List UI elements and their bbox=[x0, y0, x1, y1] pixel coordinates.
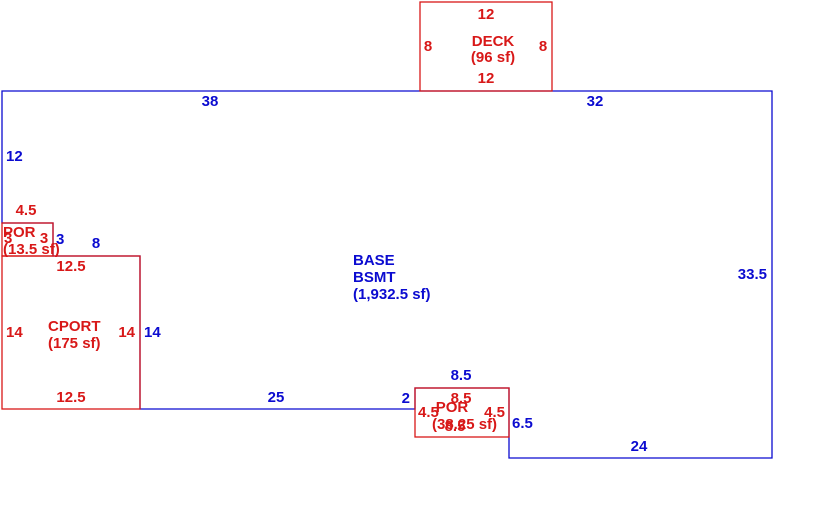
small-porch-dim-right: 3 bbox=[40, 230, 48, 247]
small-porch-area: (13.5 sf) bbox=[3, 241, 60, 258]
deck-outline bbox=[419, 1, 553, 92]
base-dim-top-right: 32 bbox=[587, 93, 604, 110]
carport-dim-right: 14 bbox=[118, 324, 135, 341]
small-porch-dim-left: 3 bbox=[4, 230, 12, 247]
base-dim-top-left: 38 bbox=[202, 93, 219, 110]
porch-dim-right: 4.5 bbox=[484, 404, 505, 421]
base-dim-porch-top: 8.5 bbox=[451, 367, 472, 384]
base-dim-step-top: 3 bbox=[56, 231, 64, 248]
base-dim-bottom-notch: 2 bbox=[402, 390, 410, 407]
carport-dim-left: 14 bbox=[6, 324, 23, 341]
base-dim-step-width: 8 bbox=[92, 235, 100, 252]
base-area: (1,932.5 sf) bbox=[353, 286, 431, 303]
base-dim-bottom-left: 25 bbox=[268, 389, 285, 406]
deck-dim-top: 12 bbox=[478, 6, 495, 23]
base-dim-left: 12 bbox=[6, 148, 23, 165]
small-porch-title: POR bbox=[3, 224, 36, 241]
carport-title: CPORT bbox=[48, 318, 101, 335]
base-dim-bottom-right: 24 bbox=[631, 438, 648, 455]
porch-dim-top: 8.5 bbox=[451, 390, 472, 407]
deck-dim-bottom: 12 bbox=[478, 70, 495, 87]
carport-area: (175 sf) bbox=[48, 335, 101, 352]
carport-dim-top: 12.5 bbox=[56, 258, 85, 275]
base-title: BASE bbox=[353, 252, 395, 269]
porch-outline bbox=[414, 387, 510, 438]
porch-dim-bottom: 8.5 bbox=[445, 418, 466, 435]
porch-dim-left: 4.5 bbox=[418, 404, 439, 421]
deck-area: (96 sf) bbox=[471, 49, 515, 66]
porch-area: (38.25 sf) bbox=[432, 416, 497, 433]
carport-outline bbox=[1, 255, 141, 410]
deck-title: DECK bbox=[472, 33, 515, 50]
deck-dim-left: 8 bbox=[424, 38, 432, 55]
base-subtitle: BSMT bbox=[353, 269, 396, 286]
base-dim-porch-side: 6.5 bbox=[512, 415, 533, 432]
base-dim-right: 33.5 bbox=[738, 266, 767, 283]
carport-dim-bottom: 12.5 bbox=[56, 389, 85, 406]
deck-dim-right: 8 bbox=[539, 38, 547, 55]
base-dim-carport-side: 14 bbox=[144, 324, 161, 341]
small-porch-dim-top: 4.5 bbox=[16, 202, 37, 219]
porch-title: POR bbox=[436, 399, 469, 416]
